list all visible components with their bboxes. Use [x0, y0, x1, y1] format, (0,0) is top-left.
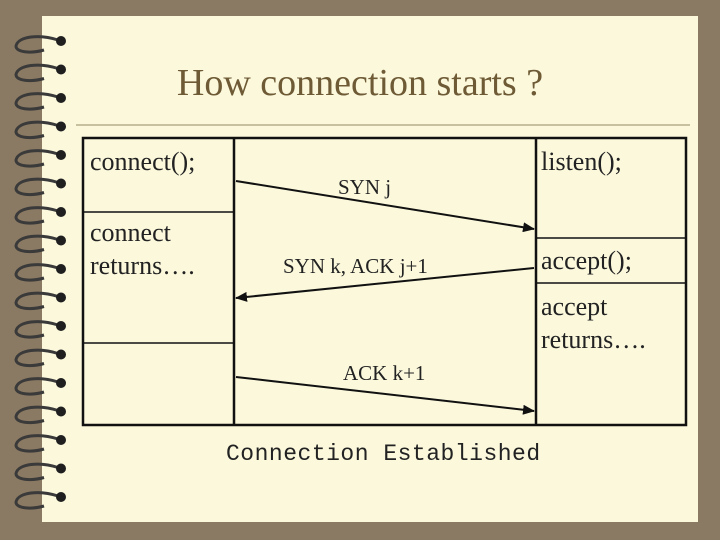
spiral-ring	[14, 120, 59, 140]
client-returns-label-line2: returns….	[90, 251, 195, 280]
spiral-hole	[56, 378, 66, 388]
syn-arrow	[235, 180, 535, 233]
syn-ack-message-label: SYN k, ACK j+1	[283, 254, 428, 278]
spiral-ring	[14, 491, 59, 510]
spiral-ring	[14, 320, 59, 339]
server-listen-label: listen();	[541, 147, 622, 176]
server-accept-returns-line1: accept	[541, 292, 608, 321]
spiral-ring	[14, 234, 59, 254]
spiral-hole	[56, 406, 66, 417]
spiral-ring	[14, 291, 59, 311]
connection-established-label: Connection Established	[226, 441, 541, 467]
slide-title: How connection starts ?	[176, 62, 544, 104]
spiral-ring	[14, 462, 59, 482]
spiral-hole	[56, 121, 66, 132]
spiral-ring	[14, 377, 59, 396]
ack-arrow	[235, 376, 535, 415]
spiral-ring	[14, 263, 59, 282]
syn-message-label: SYN j	[338, 175, 392, 199]
spiral-hole	[56, 235, 66, 246]
spiral-hole	[56, 435, 66, 445]
slide-background	[42, 16, 698, 522]
spiral-binding	[14, 35, 66, 510]
spiral-hole	[56, 349, 66, 360]
spiral-hole	[56, 492, 66, 502]
spiral-ring	[14, 63, 59, 83]
spiral-ring	[14, 149, 59, 168]
spiral-hole	[56, 463, 66, 474]
title-divider	[76, 124, 690, 126]
spiral-hole	[56, 36, 66, 46]
spiral-ring	[14, 177, 59, 197]
spiral-hole	[56, 264, 66, 274]
spiral-hole	[56, 178, 66, 189]
client-returns-label-line1: connect	[90, 218, 171, 247]
diagram-frame	[81, 136, 688, 427]
syn-ack-arrow	[235, 267, 535, 302]
server-accept-returns-line2: returns….	[541, 325, 646, 354]
spiral-hole	[56, 150, 66, 160]
server-accept-label: accept();	[541, 246, 632, 275]
spiral-hole	[56, 93, 66, 103]
spiral-ring	[14, 348, 59, 368]
spiral-hole	[56, 292, 66, 303]
spiral-ring	[14, 405, 59, 425]
client-connect-label: connect();	[90, 147, 196, 176]
spiral-ring	[14, 434, 59, 453]
spiral-hole	[56, 207, 66, 217]
spiral-ring	[14, 35, 59, 54]
spiral-ring	[14, 206, 59, 225]
spiral-hole	[56, 321, 66, 331]
spiral-hole	[56, 64, 66, 75]
ack-message-label: ACK k+1	[343, 361, 426, 385]
spiral-ring	[14, 92, 59, 111]
